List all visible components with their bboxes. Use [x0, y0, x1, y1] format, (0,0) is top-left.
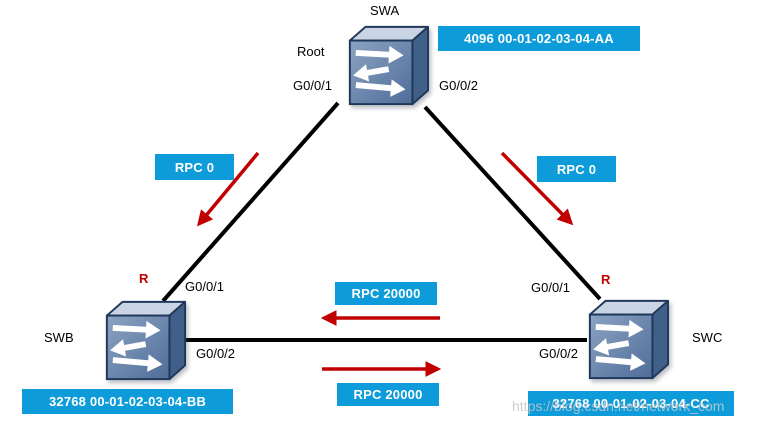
bridge-id-badge-swb: 32768 00-01-02-03-04-BB	[22, 389, 233, 414]
root-port-marker-swb: R	[139, 271, 149, 286]
bridge-id-badge-swa: 4096 00-01-02-03-04-AA	[438, 26, 640, 51]
bridge-id-badge-swc: 32768 00-01-02-03-04-CC	[528, 391, 734, 416]
rpc-badge-swa-swb: RPC 0	[155, 154, 234, 180]
rpc-badge-swb-swc-top: RPC 20000	[335, 282, 437, 305]
port-label-swb-g0-0-2: G0/0/2	[196, 346, 236, 361]
root-role-label-swa: Root	[297, 44, 325, 59]
port-label-swa-g0-0-2: G0/0/2	[439, 78, 479, 93]
rpc-arrow-swa-to-swc	[500, 151, 574, 226]
device-label-swc: SWC	[692, 330, 723, 345]
switch-icon-swc	[584, 296, 670, 382]
device-label-swa: SWA	[370, 3, 400, 18]
port-label-swc-g0-0-2: G0/0/2	[539, 346, 579, 361]
rpc-badge-swb-swc-bottom: RPC 20000	[337, 383, 439, 406]
link-swa-swc	[423, 105, 602, 301]
port-label-swc-g0-0-1: G0/0/1	[531, 280, 571, 295]
port-label-swa-g0-0-1: G0/0/1	[293, 78, 333, 93]
switch-icon-swa	[344, 22, 430, 108]
rpc-arrow-swa-to-swb	[196, 151, 260, 227]
device-label-swb: SWB	[44, 330, 74, 345]
link-swa-swb	[161, 101, 340, 303]
switch-icon-swb	[101, 297, 187, 383]
root-port-marker-swc: R	[601, 272, 611, 287]
rpc-badge-swa-swc: RPC 0	[537, 156, 616, 182]
port-label-swb-g0-0-1: G0/0/1	[185, 279, 225, 294]
csdn-watermark: https://blog.csdn.net/network_com	[512, 398, 725, 414]
